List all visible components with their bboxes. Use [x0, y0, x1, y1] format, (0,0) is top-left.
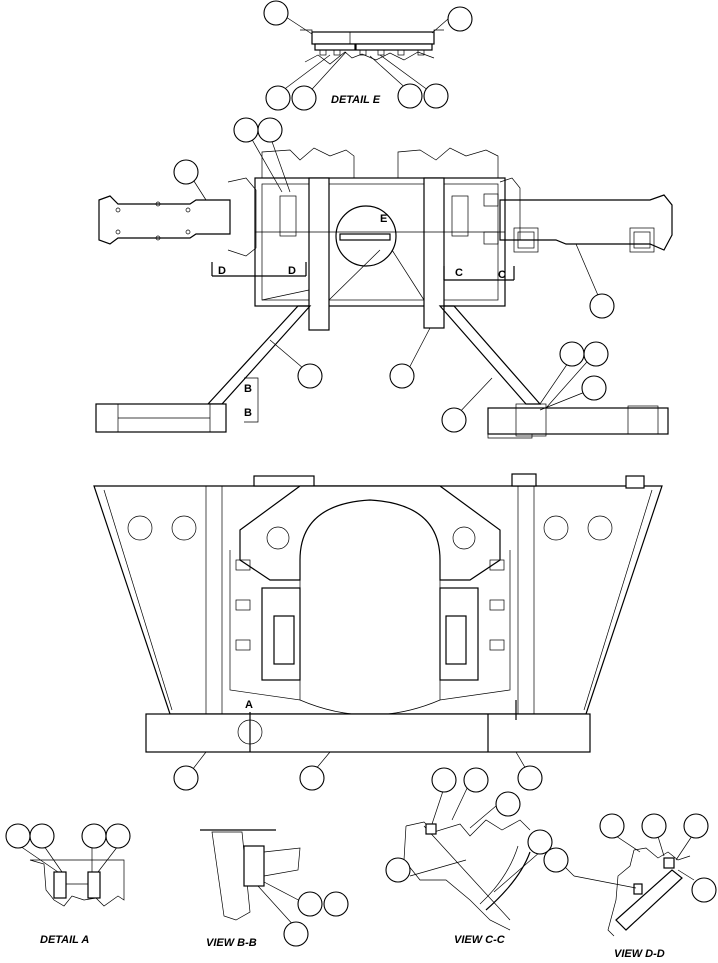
view-dd-label: VIEW D-D	[614, 948, 665, 958]
section-c-right: C	[498, 269, 506, 281]
view-c-c: VIEW C-C	[403, 781, 541, 946]
callout-balloon	[517, 765, 543, 791]
callout-balloon	[447, 6, 473, 32]
section-b-bottom: B	[244, 407, 252, 419]
callout-balloon	[683, 813, 709, 839]
callout-balloon	[323, 891, 349, 917]
callout-balloon	[581, 375, 607, 401]
callout-balloon	[397, 83, 423, 109]
section-e-marker: E	[380, 213, 387, 225]
detail-a-label: DETAIL A	[40, 934, 89, 946]
callout-balloon	[543, 847, 569, 873]
front-elevation: A	[93, 473, 663, 753]
callout-balloon	[291, 85, 317, 111]
callout-balloon	[495, 791, 521, 817]
callout-balloon	[463, 767, 489, 793]
callout-balloon	[583, 341, 609, 367]
view-bb-label: VIEW B-B	[206, 937, 257, 949]
callout-balloon	[283, 921, 309, 947]
callout-balloon	[641, 813, 667, 839]
callout-balloon	[297, 891, 323, 917]
callout-balloons	[5, 0, 717, 947]
detail-e: DETAIL E	[277, 16, 449, 106]
callout-balloon	[173, 159, 199, 185]
section-c-left: C	[455, 267, 463, 279]
view-cc-label: VIEW C-C	[454, 934, 506, 946]
callout-balloon	[691, 877, 717, 903]
callout-balloon	[263, 0, 289, 26]
detail-a: DETAIL A	[19, 845, 125, 946]
section-d-left: D	[218, 265, 226, 277]
callout-balloon	[559, 341, 585, 367]
section-b-top: B	[244, 383, 252, 395]
callout-balloon	[29, 823, 55, 849]
section-a-marker: A	[245, 699, 253, 711]
callout-balloon	[423, 83, 449, 109]
callout-balloon	[431, 767, 457, 793]
callout-balloon	[389, 363, 415, 389]
callout-balloon	[233, 117, 259, 143]
callout-balloon	[81, 823, 107, 849]
callout-balloon	[257, 117, 283, 143]
callout-balloon	[265, 85, 291, 111]
callout-balloon	[599, 813, 625, 839]
callout-balloon	[105, 823, 131, 849]
callout-balloon	[173, 765, 199, 791]
detail-e-label: DETAIL E	[331, 94, 381, 106]
callout-balloon	[299, 765, 325, 791]
callout-balloon	[385, 857, 411, 883]
callout-balloon	[589, 293, 615, 319]
callout-balloon	[441, 407, 467, 433]
section-d-right: D	[288, 265, 296, 277]
callout-balloon	[297, 363, 323, 389]
view-d-d: VIEW D-D	[559, 829, 697, 960]
callout-balloon	[5, 823, 31, 849]
view-b-b: VIEW B-B	[200, 829, 307, 949]
callout-balloon	[527, 829, 553, 855]
